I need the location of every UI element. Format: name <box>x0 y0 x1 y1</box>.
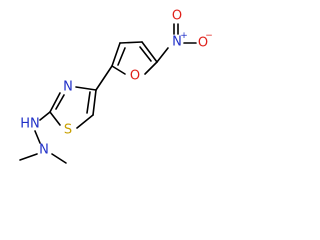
bond-thiazole-c4-c5 <box>92 89 97 116</box>
bond-furan-thiazole <box>95 65 113 91</box>
molecule-structure: O N + O − O N S HN N <box>19 9 212 164</box>
bond-thiazole-c5-s <box>76 114 94 129</box>
bond-thiazole-c4-c5-double <box>86 91 91 114</box>
bond-furan-c5-c4-double <box>139 46 152 62</box>
atom-labels-group: O N + O − O N S HN N <box>20 9 212 158</box>
atom-oxygen-nitro-top: O <box>172 9 182 24</box>
bond-furan-c5-c4 <box>141 41 158 63</box>
bond-furan-c2-o <box>111 65 126 75</box>
bond-furan-c3-c2-double <box>117 47 126 66</box>
atom-nitrogen-dimethylamino: N <box>39 143 49 158</box>
bond-n-methyl-right <box>51 153 67 164</box>
atom-nitrogen-thiazole: N <box>63 80 73 95</box>
bond-thiazole-s-c2 <box>49 111 61 126</box>
bond-n-methyl-left <box>19 153 38 161</box>
bond-thiazole-n-c4 <box>75 86 97 91</box>
atom-nitrogen-nitro: N <box>172 35 182 50</box>
charge-nitro-n: + <box>180 31 188 41</box>
bond-thiazole-c2-n <box>49 92 61 113</box>
bond-nh-n <box>34 130 41 144</box>
bond-thiazole-c2-n-double <box>55 94 65 110</box>
bond-c5-nitro-n <box>156 47 169 63</box>
atom-oxygen-furan: O <box>130 69 140 84</box>
atom-sulfur-thiazole: S <box>64 123 72 138</box>
charge-nitro-o: − <box>205 31 212 41</box>
atom-nh-hydrazine: HN <box>20 117 40 132</box>
bonds-group <box>19 23 197 164</box>
atom-oxygen-nitro-right: O <box>198 36 208 51</box>
bond-furan-o-c5 <box>144 61 158 75</box>
bond-c2-nh <box>39 111 51 121</box>
bond-furan-c4-c3 <box>119 41 143 44</box>
bond-furan-c3-c2 <box>111 42 121 67</box>
